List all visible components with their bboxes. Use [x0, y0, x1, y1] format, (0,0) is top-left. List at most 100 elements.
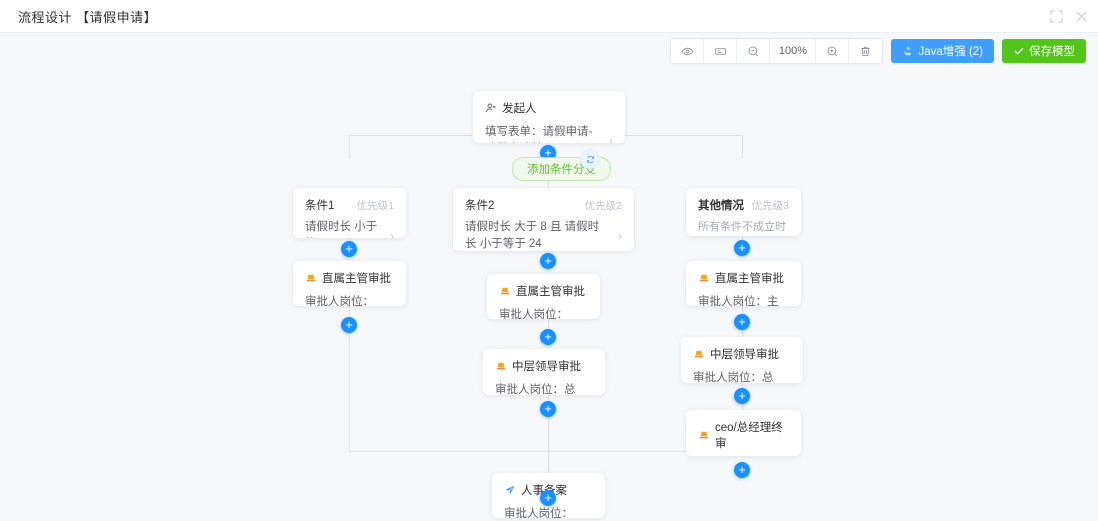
node-approval-c1-header: 直属主管审批 [686, 261, 801, 291]
condition-2-body[interactable]: 请假时长 大于 8 且 请假时长 小于等于 24 › [453, 217, 634, 251]
condition-1-priority: 优先级1 [356, 200, 394, 212]
node-approval-c2[interactable]: 中层领导审批 审批人岗位：总监、副总 › [681, 337, 803, 383]
node-approval-b1-body[interactable]: 审批人岗位：主管 › [487, 304, 600, 319]
node-start-title: 发起人 [502, 103, 537, 115]
zoom-in-icon[interactable] [816, 39, 850, 63]
plus-label: + [544, 328, 552, 344]
zoom-out-icon[interactable] [737, 39, 771, 63]
java-enhance-button[interactable]: Java增强 (2) [891, 39, 994, 63]
chevron-right-icon: › [589, 517, 593, 518]
node-approval-b2[interactable]: 中层领导审批 审批人岗位：总监、副总 › [483, 349, 605, 395]
chevron-right-icon: › [609, 133, 613, 143]
chevron-right-icon: › [589, 393, 593, 395]
flow-canvas[interactable]: 100% Java增强 (2) 保存模 [0, 33, 1098, 521]
node-approval-c1-title: 直属主管审批 [715, 273, 784, 285]
condition-1-body[interactable]: 请假时长 小于等于 8 › [293, 217, 406, 238]
plus-label: + [345, 316, 353, 332]
connector-merge-bar [349, 451, 743, 452]
add-node-button-b2[interactable]: + [540, 401, 556, 417]
node-approval-b2-header: 中层领导审批 [483, 349, 605, 379]
node-approval-a1-body[interactable]: 审批人岗位：主管 › [293, 291, 406, 306]
add-node-button-branch3[interactable]: + [734, 240, 750, 256]
node-approval-c2-header: 中层领导审批 [681, 337, 803, 367]
connector-branch1-drop [349, 135, 350, 158]
node-approval-b1-assignee: 审批人岗位：主管 [499, 309, 568, 319]
condition-1-header: 条件1 优先级1 [293, 188, 406, 217]
chevron-right-icon: › [785, 305, 789, 306]
node-condition-3[interactable]: 其他情况 优先级3 所有条件不成立时进入 [686, 188, 801, 236]
node-approval-b2-title: 中层领导审批 [512, 361, 581, 373]
chevron-right-icon: › [618, 229, 622, 244]
node-start[interactable]: 发起人 填写表单：请假申请-请假申请单 › [473, 91, 625, 143]
node-start-form: 填写表单：请假申请-请假申请单 [485, 126, 593, 143]
page-title: 流程设计 【请假申请】 [18, 9, 158, 25]
node-approval-a1-title: 直属主管审批 [322, 273, 391, 285]
plus-label: + [738, 461, 746, 477]
connector-c2-a1-a2 [548, 305, 549, 345]
node-approval-c3-header: ceo/总经理终审 [686, 410, 801, 456]
cc-icon [504, 484, 516, 496]
approve-icon [698, 272, 710, 284]
add-node-button-branch2[interactable]: + [540, 253, 556, 269]
node-approval-c1-body[interactable]: 审批人岗位：主管 › [686, 291, 801, 306]
condition-1-expression: 请假时长 小于等于 8 [305, 221, 378, 233]
add-node-button-a1[interactable]: + [341, 317, 357, 333]
node-approval-a1-header: 直属主管审批 [293, 261, 406, 291]
node-end-assignee: 审批人岗位：人事 [504, 508, 573, 518]
save-model-label: 保存模型 [1029, 46, 1075, 58]
condition-2-expression: 请假时长 大于 8 且 请假时长 小于等于 24 [465, 221, 600, 251]
approve-icon [698, 429, 710, 441]
connector-spacer-3 [742, 456, 743, 457]
node-approval-c3[interactable]: ceo/总经理终审 审批人岗位：ceo › [686, 410, 801, 456]
chevron-right-icon: › [390, 229, 394, 238]
node-condition-2[interactable]: 条件2 优先级2 请假时长 大于 8 且 请假时长 小于等于 24 › [453, 188, 634, 251]
node-approval-c2-assignee: 审批人岗位：总监、副总 [693, 372, 774, 383]
window-controls [1050, 0, 1088, 33]
add-node-button-c2[interactable]: + [734, 388, 750, 404]
expand-icon[interactable] [1050, 10, 1063, 23]
condition-3-body: 所有条件不成立时进入 [686, 217, 801, 236]
title-bar: 流程设计 【请假申请】 [0, 0, 1098, 33]
node-start-body[interactable]: 填写表单：请假申请-请假申请单 › [473, 121, 625, 143]
zoom-level[interactable]: 100% [770, 39, 817, 63]
node-approval-a1[interactable]: 直属主管审批 审批人岗位：主管 › [293, 261, 406, 306]
node-approval-b1[interactable]: 直属主管审批 审批人岗位：主管 › [487, 274, 600, 319]
add-node-button-c3[interactable]: + [734, 462, 750, 478]
condition-3-expression: 所有条件不成立时进入 [698, 221, 786, 233]
save-model-button[interactable]: 保存模型 [1002, 39, 1086, 63]
condition-3-name: 其他情况 [698, 200, 744, 212]
form-icon[interactable] [704, 39, 738, 63]
java-icon [902, 45, 914, 57]
condition-1-name: 条件1 [305, 200, 335, 212]
add-node-button-c1[interactable]: + [734, 314, 750, 330]
node-approval-c3-title: ceo/总经理终审 [715, 422, 783, 450]
add-node-button-end[interactable]: + [540, 490, 556, 506]
add-branch-button[interactable]: 添加条件分支 [512, 157, 611, 181]
node-approval-c2-title: 中层领导审批 [710, 349, 779, 361]
sync-icon[interactable] [580, 149, 600, 169]
condition-2-priority: 优先级2 [584, 200, 622, 212]
node-approval-c1[interactable]: 直属主管审批 审批人岗位：主管 › [686, 261, 801, 306]
node-approval-c2-body[interactable]: 审批人岗位：总监、副总 › [681, 367, 803, 383]
plus-label: + [544, 489, 552, 505]
eye-icon[interactable] [671, 39, 705, 63]
condition-2-name: 条件2 [465, 200, 495, 212]
condition-3-header: 其他情况 优先级3 [686, 188, 801, 217]
chevron-right-icon: › [787, 381, 791, 383]
approve-icon [693, 348, 705, 360]
add-node-button-branch1[interactable]: + [341, 241, 357, 257]
trash-icon[interactable] [849, 39, 882, 63]
node-end-body[interactable]: 审批人岗位：人事 › [492, 503, 605, 518]
plus-label: + [544, 252, 552, 268]
node-approval-b2-body[interactable]: 审批人岗位：总监、副总 › [483, 379, 605, 395]
close-icon[interactable] [1075, 10, 1088, 23]
check-icon [1013, 45, 1025, 57]
add-node-button-b1[interactable]: + [540, 329, 556, 345]
tool-group: 100% [670, 38, 884, 64]
approve-icon [499, 285, 511, 297]
node-condition-1[interactable]: 条件1 优先级1 请假时长 小于等于 8 › [293, 188, 406, 238]
plus-label: + [738, 239, 746, 255]
plus-label: + [544, 400, 552, 416]
approve-icon [305, 272, 317, 284]
connector-branch3-drop [742, 135, 743, 158]
